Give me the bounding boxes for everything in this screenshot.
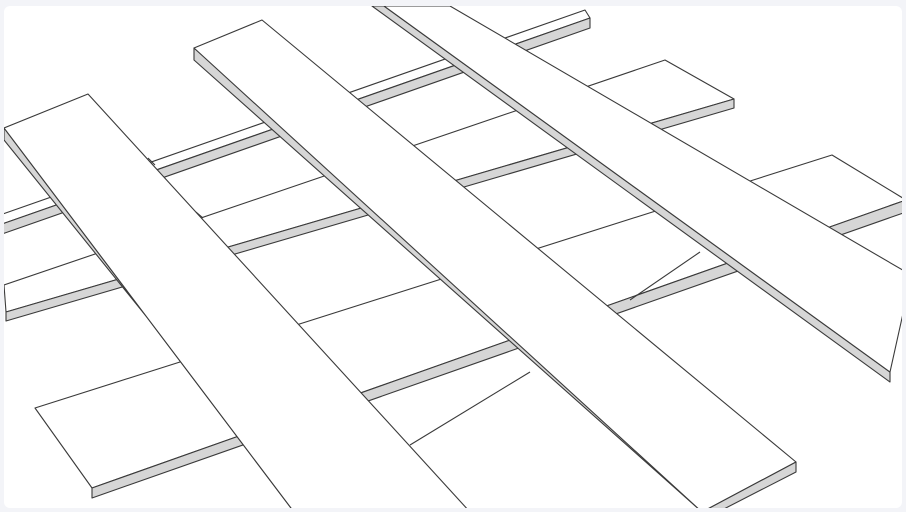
lower-board-3-seam-a [409,371,531,446]
upper-board-3 [371,6,902,383]
upper-board-1-top [4,93,468,508]
lattice-drawing [4,6,902,508]
upper-board-3-top [383,6,902,373]
model-viewport[interactable] [4,6,902,508]
upper-board-1-join-a [147,157,156,166]
upper-board-2 [193,19,797,508]
upper-board-2-end [708,461,797,508]
upper-board-1 [4,93,468,508]
upper-board-1-join-b [195,211,204,219]
lower-board-3-seam-b [629,251,701,301]
